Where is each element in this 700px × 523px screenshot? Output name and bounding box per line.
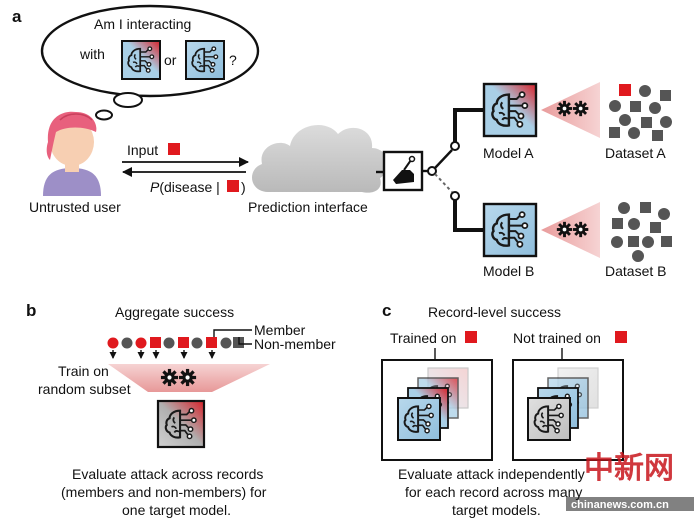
model-a-icon <box>482 82 538 138</box>
trained-model-stack <box>397 367 469 441</box>
user-icon <box>43 111 101 196</box>
model-b-label: Model B <box>483 263 534 279</box>
output-record-square <box>227 180 239 192</box>
input-label: Input <box>127 142 158 158</box>
user-label: Untrusted user <box>29 199 121 215</box>
thought-or-text: or <box>164 52 177 68</box>
training-beam-a <box>541 82 600 138</box>
panel-c-label: c <box>382 301 391 320</box>
model-icon-blue-bubble <box>185 40 225 80</box>
input-record-square <box>168 143 180 155</box>
random-subset-label: random subset <box>38 381 131 397</box>
member-label: Member <box>254 322 306 338</box>
panel-b-caption-3: one target model. <box>122 502 231 518</box>
panel-c-title: Record-level success <box>428 304 561 320</box>
panel-a-label: a <box>12 7 22 26</box>
not-trained-record-square <box>615 331 627 343</box>
dataset-b-label: Dataset B <box>605 263 666 279</box>
dataset-a-label: Dataset A <box>605 145 666 161</box>
panel-b-caption-2: (members and non-members) for <box>61 484 267 500</box>
panel-c-caption-1: Evaluate attack independently <box>398 466 585 482</box>
trained-record-square <box>465 331 477 343</box>
output-label-middle: (disease | <box>159 179 219 195</box>
panel-c-caption-2: for each record across many <box>405 484 582 500</box>
watermark-url: chinanews.com.cn <box>571 499 669 511</box>
panel-b-title: Aggregate success <box>115 304 234 320</box>
model-b-icon <box>482 202 538 258</box>
watermark-chars: 中新网 <box>584 451 674 486</box>
not-trained-on-label: Not trained on <box>513 330 601 346</box>
train-on-label: Train on <box>58 363 109 379</box>
target-model-icon <box>156 399 206 449</box>
output-label-close: ) <box>241 179 246 195</box>
model-a-label: Model A <box>483 145 534 161</box>
panel-c-caption-3: target models. <box>452 502 541 518</box>
thought-with-text: with <box>79 46 105 62</box>
switch-hand-icon <box>382 150 424 192</box>
record-row <box>107 337 244 349</box>
interface-label: Prediction interface <box>248 199 368 215</box>
panel-b-caption-1: Evaluate attack across records <box>72 466 263 482</box>
model-icon-red-bubble <box>121 40 161 80</box>
watermark-logo: 中新网 chinanews.com.cn <box>566 451 694 511</box>
member-arrows <box>109 350 216 359</box>
record-pointer-lines <box>213 329 252 345</box>
panel-b-label: b <box>26 301 36 320</box>
untrained-model-stack <box>527 367 599 441</box>
thought-line-1: Am I interacting <box>94 16 191 32</box>
dataset-a-icon <box>609 84 672 141</box>
nonmember-label: Non-member <box>254 336 336 352</box>
output-label: P(disease | <box>150 179 220 195</box>
output-label-p: P <box>150 179 160 195</box>
trained-on-label: Trained on <box>390 330 456 346</box>
switch-wires <box>422 108 484 232</box>
thought-question-mark: ? <box>229 52 237 68</box>
dataset-b-icon <box>611 202 672 262</box>
cloud-icon <box>251 124 388 193</box>
